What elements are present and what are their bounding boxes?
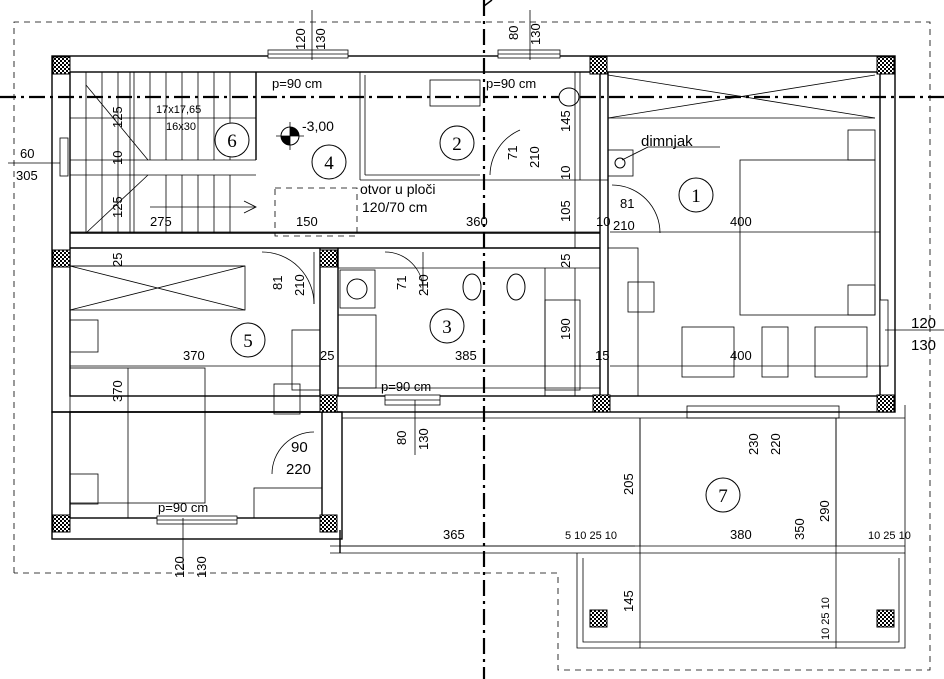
dim-130-top2: 130	[528, 23, 543, 45]
dim-205: 205	[621, 473, 636, 495]
dim-130-right: 130	[911, 337, 936, 354]
labels: dimnjak -3,00 otvor u ploči 120/70 cm 17…	[156, 76, 693, 515]
dim-105: 105	[558, 200, 573, 222]
dim-130-bottom: 130	[194, 556, 209, 578]
dim-210a: 210	[527, 146, 542, 168]
dim-365: 365	[443, 527, 465, 542]
dim-210c: 210	[292, 274, 307, 296]
dim-230: 230	[746, 433, 761, 455]
bathroom-fixtures	[337, 79, 581, 391]
dim-145b: 145	[621, 590, 636, 612]
outline-boundary	[13, 21, 931, 671]
room-7-marker: 7	[705, 477, 741, 513]
door-swings	[261, 129, 661, 475]
windows	[59, 49, 889, 525]
dim-125b: 125	[110, 196, 125, 218]
room-1-marker: 1	[678, 177, 714, 213]
room-5-number: 5	[243, 331, 253, 352]
window-label-top-mid: p=90 cm	[486, 76, 536, 91]
dim-370a: 370	[183, 348, 205, 363]
room-7-number: 7	[718, 486, 728, 507]
bed-room1	[607, 74, 876, 397]
room-6-marker: 6	[214, 122, 250, 158]
opening-title: otvor u ploči	[360, 181, 435, 197]
dim-71a: 71	[505, 146, 520, 160]
room-2-marker: 2	[439, 125, 475, 161]
dim-81a: 81	[620, 196, 634, 211]
dim-71b: 71	[394, 276, 409, 290]
dim-80-center: 80	[394, 431, 409, 445]
dim-10a: 10	[110, 151, 125, 165]
room-4-number: 4	[324, 153, 334, 174]
dim-10-25-10b: 10 25 10	[820, 597, 832, 640]
dim-350: 350	[792, 518, 807, 540]
dim-130-center: 130	[416, 428, 431, 450]
dim-90: 90	[291, 439, 308, 456]
room-4-marker: 4	[311, 144, 347, 180]
dim-25b: 25	[558, 254, 573, 268]
dim-10b: 10	[558, 166, 573, 180]
dim-400a: 400	[730, 214, 752, 229]
window-label-top-left: p=90 cm	[272, 76, 322, 91]
dim-60: 60	[20, 146, 34, 161]
room-numbers: 1 2 3 4 5 6 7	[214, 122, 741, 513]
dim-10-25-10: 10 25 10	[868, 530, 911, 542]
staircase	[70, 72, 257, 234]
columns	[52, 56, 895, 628]
dim-220b: 220	[768, 433, 783, 455]
stair-steps-label: 17x17,65	[156, 104, 201, 116]
dim-220: 220	[286, 461, 311, 478]
chimney-label: dimnjak	[641, 133, 693, 150]
level-label: -3,00	[302, 118, 334, 134]
dim-25a: 25	[110, 253, 125, 267]
dim-81b: 81	[270, 276, 285, 290]
dim-120-top: 120	[293, 28, 308, 50]
dim-130-top: 130	[313, 28, 328, 50]
opening-size: 120/70 cm	[362, 199, 427, 215]
room-5-marker: 5	[230, 322, 266, 358]
dim-25c: 25	[320, 348, 334, 363]
room-1-number: 1	[691, 186, 701, 207]
room-3-marker: 3	[429, 308, 465, 344]
dim-385: 385	[455, 348, 477, 363]
dim-150: 150	[296, 214, 318, 229]
dim-120-bottom: 120	[172, 556, 187, 578]
bed-room5	[69, 265, 323, 519]
interior-walls	[70, 72, 609, 396]
dim-290: 290	[817, 500, 832, 522]
dim-210b: 210	[613, 218, 635, 233]
dim-15: 15	[595, 348, 609, 363]
dim-120-right: 120	[911, 315, 936, 332]
room-2-number: 2	[452, 134, 462, 155]
dim-305: 305	[16, 168, 38, 183]
slab-opening	[274, 187, 358, 237]
stair-size-label: 16x30	[166, 121, 196, 133]
dimension-lines	[8, 10, 944, 570]
chimney	[607, 146, 720, 177]
level-marker	[276, 122, 304, 150]
window-label-center: p=90 cm	[381, 379, 431, 394]
dim-190: 190	[558, 318, 573, 340]
dim-145a: 145	[558, 110, 573, 132]
dim-10c: 10	[596, 214, 610, 229]
dim-380: 380	[730, 527, 752, 542]
dim-275: 275	[150, 214, 172, 229]
dim-210d: 210	[416, 274, 431, 296]
dimension-texts: 120 130 80 130 60 305 125 10 125 275 150…	[16, 23, 936, 640]
dim-5-10-25-10: 5 10 25 10	[565, 530, 617, 542]
window-label-bottom: p=90 cm	[158, 500, 208, 515]
dim-125a: 125	[110, 106, 125, 128]
room-6-number: 6	[227, 131, 237, 152]
room-3-number: 3	[442, 317, 452, 338]
dim-400b: 400	[730, 348, 752, 363]
dim-370b: 370	[110, 380, 125, 402]
dim-80-top: 80	[506, 26, 521, 40]
dim-360: 360	[466, 214, 488, 229]
